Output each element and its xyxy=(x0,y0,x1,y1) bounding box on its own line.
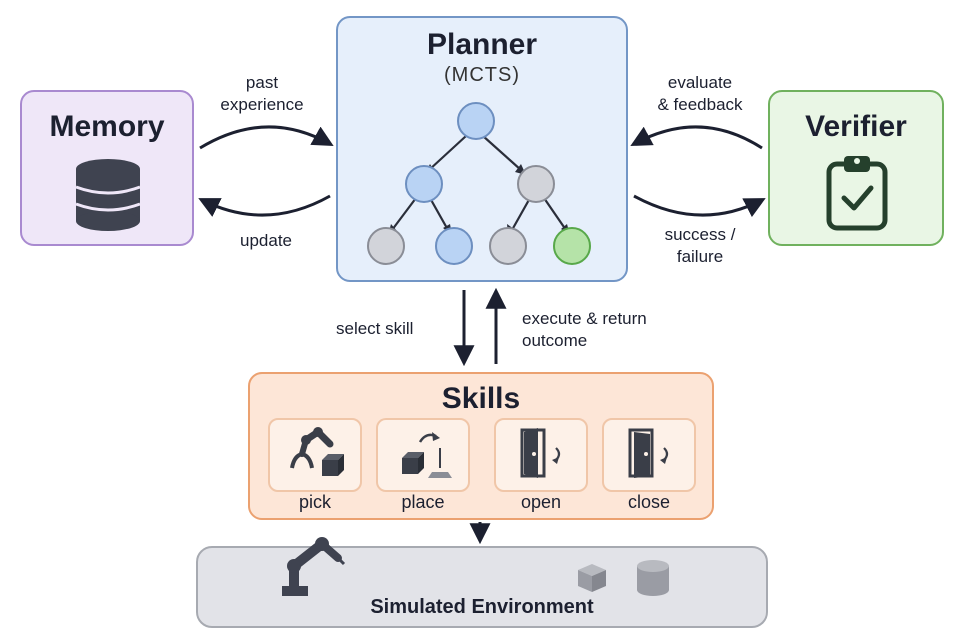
arrow-verifier-to-planner xyxy=(630,125,763,150)
arrow-memory-to-planner xyxy=(199,125,334,150)
edge-label-evaluate-feedback: evaluate & feedback xyxy=(657,73,743,114)
clipboard-check-icon xyxy=(826,156,888,231)
environment-box: Simulated Environment xyxy=(196,537,768,628)
search-tree xyxy=(367,102,591,265)
skill-label-open: open xyxy=(520,492,562,512)
skill-card-place xyxy=(376,418,470,492)
edge-label-execute-return: execute & return outcome xyxy=(522,309,647,350)
cube-icon xyxy=(578,564,606,592)
skills-title: Skills xyxy=(441,382,521,415)
tree-node-l2-b xyxy=(435,227,473,265)
verifier-title: Verifier xyxy=(805,110,907,143)
tree-node-l1-a xyxy=(405,165,443,203)
tree-node-l1-b xyxy=(517,165,555,203)
verifier-box: Verifier xyxy=(768,90,944,246)
edge-label-past-experience: past experience xyxy=(220,73,304,114)
tree-node-l2-a xyxy=(367,227,405,265)
tree-node-l2-c xyxy=(489,227,527,265)
skill-card-close xyxy=(602,418,696,492)
door-close-icon xyxy=(628,428,669,478)
planner-subtitle: (MCTS) xyxy=(444,64,520,86)
arrow-planner-to-memory xyxy=(198,194,331,217)
arrow-planner-to-verifier xyxy=(633,194,766,218)
skill-label-pick: pick xyxy=(298,492,331,512)
memory-title: Memory xyxy=(49,110,165,143)
edge-label-update: update xyxy=(240,231,292,250)
place-cube-icon xyxy=(402,432,452,478)
tree-node-l2-d xyxy=(553,227,591,265)
edge-label-success-failure: success / failure xyxy=(664,225,736,266)
skill-label-place: place xyxy=(401,492,445,512)
robot-arm-pick-icon xyxy=(290,427,344,476)
skill-card-open xyxy=(494,418,588,492)
skills-box: Skills pick place xyxy=(248,372,714,520)
skill-label-close: close xyxy=(627,492,671,512)
door-open-icon xyxy=(520,428,561,478)
memory-box: Memory xyxy=(20,90,194,246)
robot-arm-icon xyxy=(282,537,346,596)
environment-title: Simulated Environment xyxy=(370,596,594,618)
cylinder-icon xyxy=(637,560,669,596)
edge-label-select-skill: select skill xyxy=(336,319,414,338)
planner-box: Planner (MCTS) xyxy=(336,16,628,282)
skill-card-pick xyxy=(268,418,362,492)
database-icon xyxy=(75,159,141,231)
planner-title: Planner xyxy=(426,28,538,61)
tree-node-root xyxy=(457,102,495,140)
